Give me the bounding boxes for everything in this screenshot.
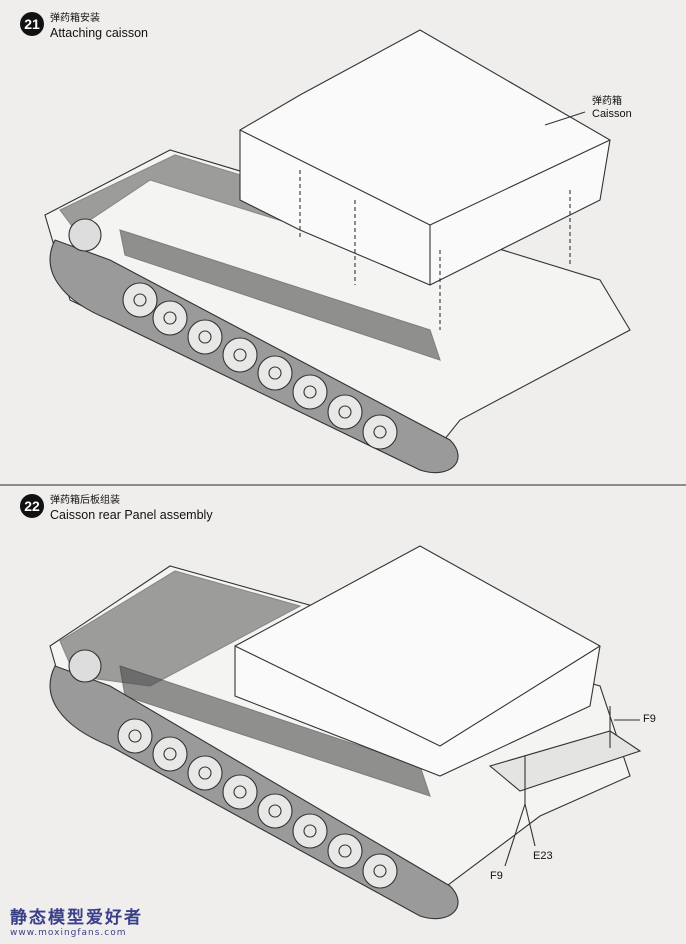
step-21-title-cn: 弹药箱安装: [50, 13, 100, 24]
road-wheels-21: [122, 282, 398, 450]
caisson-callout-en: Caisson: [592, 108, 632, 120]
part-label-e23: E23: [533, 850, 553, 862]
step-22-number: 22: [20, 494, 44, 518]
caisson-edge-22: [234, 645, 601, 747]
caisson-body: [239, 29, 611, 286]
caisson-callout: 弹药箱 Caisson: [592, 96, 632, 120]
step-22-title-cn: 弹药箱后板组装: [50, 495, 120, 506]
drive-sprocket-21: [68, 218, 102, 252]
hull-side-mesh: [119, 229, 441, 361]
road-wheels-22: [117, 718, 398, 889]
step-22-illustration: [49, 545, 642, 920]
step-21-number: 21: [20, 12, 44, 36]
step-divider: [0, 484, 686, 486]
step-22-header: 22 弹药箱后板组装 Caisson rear Panel assembly: [20, 494, 213, 522]
watermark: 静态模型爱好者 www.moxingfans.com: [10, 903, 143, 938]
step-21-title-en: Attaching caisson: [50, 26, 148, 40]
step-22-title-en: Caisson rear Panel assembly: [50, 508, 213, 522]
watermark-url: www.moxingfans.com: [10, 928, 127, 938]
part-label-f9-upper: F9: [643, 713, 656, 725]
watermark-main: 静态模型爱好者: [10, 908, 143, 928]
caisson-callout-cn: 弹药箱: [592, 96, 622, 107]
rear-panel: [488, 730, 642, 792]
leader-f9-lower: [504, 803, 526, 867]
caisson-leader: [544, 111, 586, 126]
step-21-illustration: [44, 29, 631, 474]
drive-sprocket-22: [68, 649, 102, 683]
caisson-installed: [234, 545, 601, 777]
part-label-f9-lower: F9: [490, 870, 503, 882]
leader-e23: [524, 803, 536, 847]
step-21-header: 21 弹药箱安装 Attaching caisson: [20, 12, 148, 40]
hull-side-mesh-22: [119, 665, 431, 797]
